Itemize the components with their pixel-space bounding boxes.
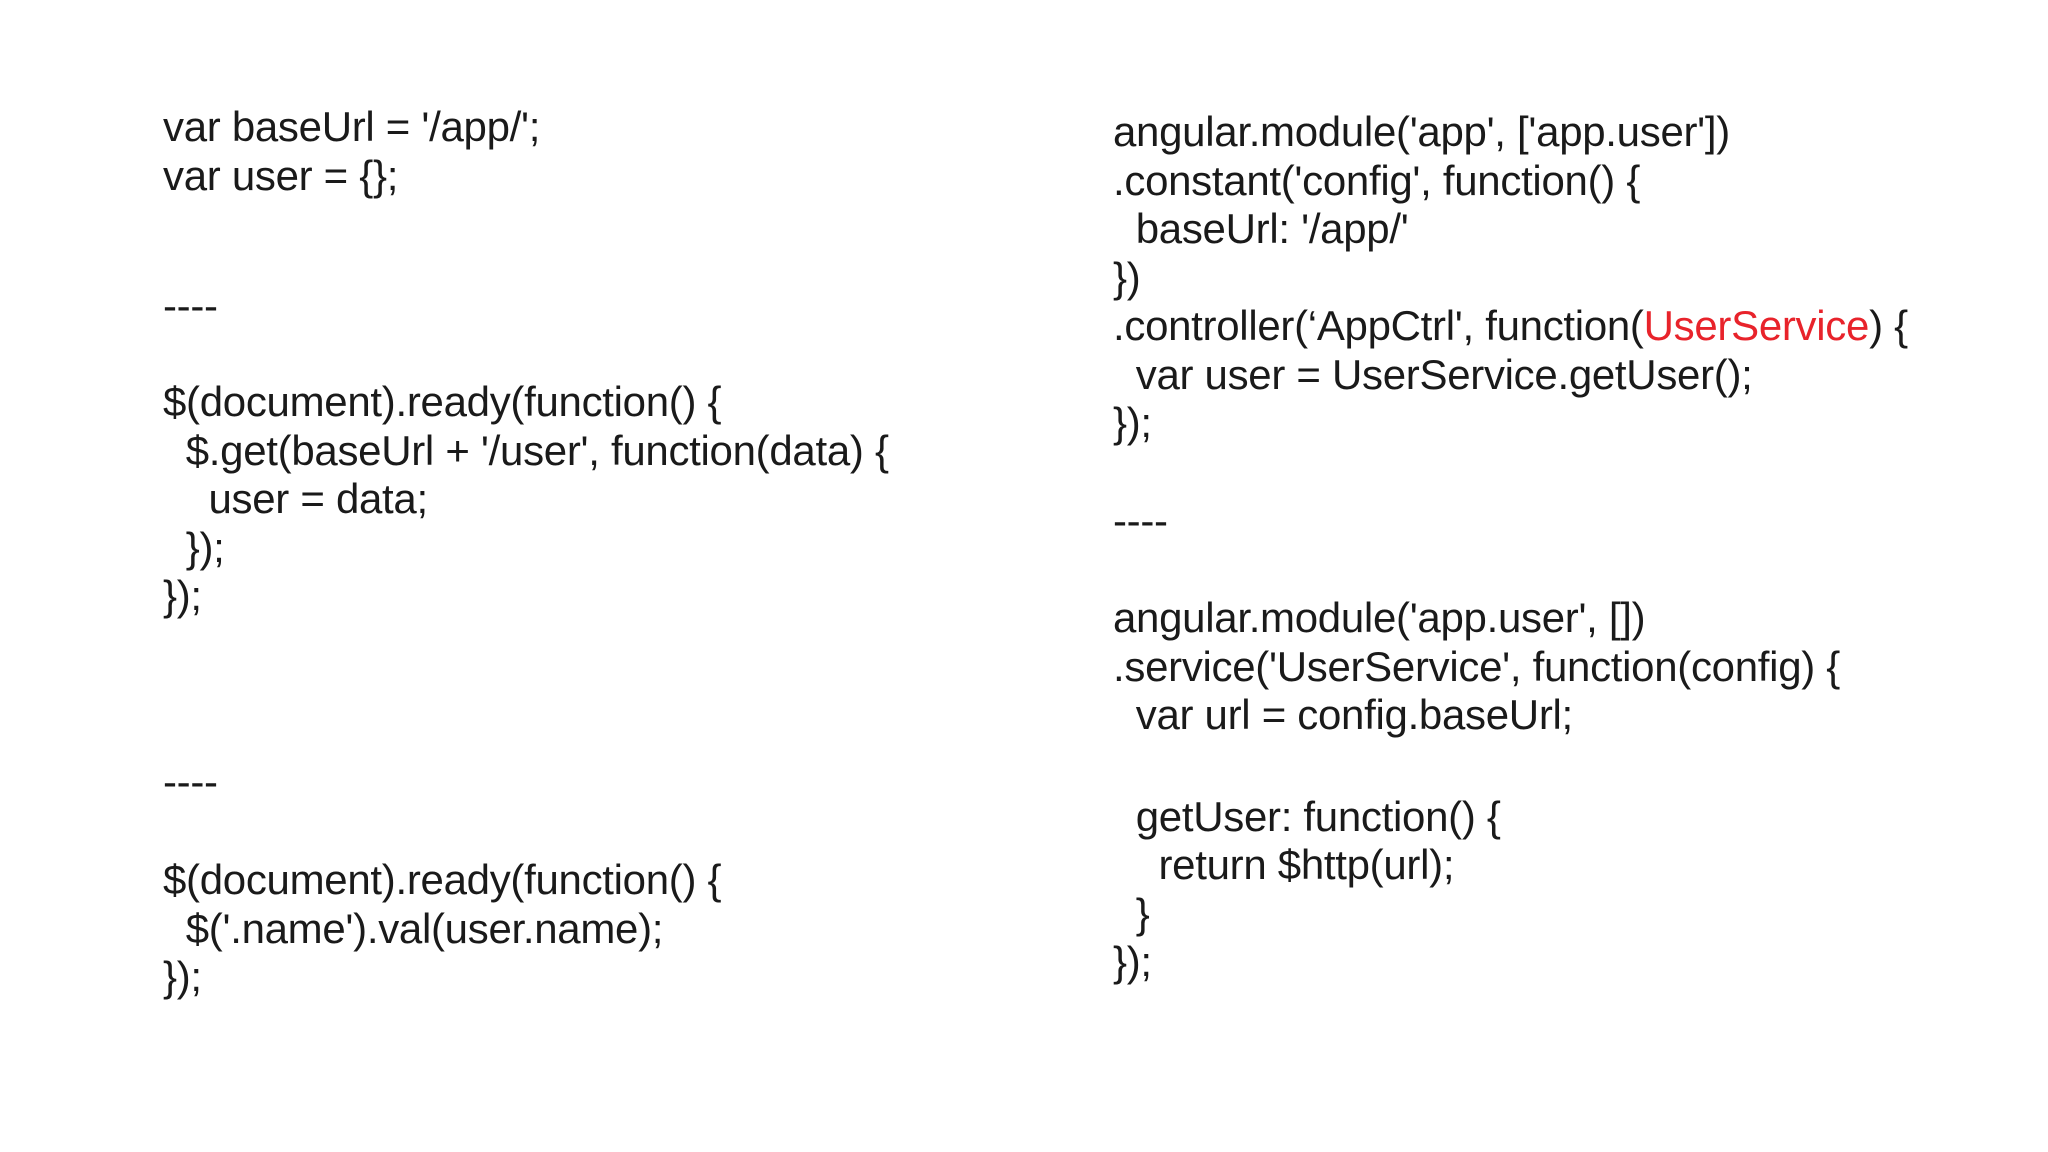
code-line: angular.module('app', ['app.user']) [1113,108,1730,155]
code-line: var url = config.baseUrl; [1113,691,1574,738]
code-line: }) [1113,253,1141,301]
dash-divider: ---- [1113,497,1168,544]
code-line: }); [163,572,202,619]
code-line: var user = UserService.getUser(); [1113,350,1753,398]
code-line: getUser: function() { [1113,792,1501,840]
code-line: $.get(baseUrl + '/user', function(data) … [163,426,889,474]
code-line: } [1113,889,1150,937]
userservice-highlight: UserService [1643,302,1870,349]
code-line: baseUrl: '/app/' [1113,205,1409,252]
code-text: .controller(‘AppCtrl', function( [1113,302,1644,349]
code-line: .constant('config', function() { [1113,156,1641,204]
code-line: $(document).ready(function() { [163,378,722,425]
controller-code-line: .controller(‘AppCtrl', function(UserServ… [1113,302,1908,351]
code-line: }); [1113,399,1152,446]
code-line: angular.module('app.user', []) [1113,594,1646,641]
dash-divider: ---- [163,282,218,329]
code-line: user = data; [163,475,428,522]
separator-dashes: ---- [163,282,218,331]
code-line: }); [1113,938,1152,985]
separator-dashes: ---- [163,758,218,807]
jquery-get-user-block: $(document).ready(function() { $.get(bas… [163,378,889,621]
jquery-vars-block: var baseUrl = '/app/'; var user = {}; [163,103,540,200]
angular-app-module-block: angular.module('app', ['app.user']) .con… [1113,108,1908,448]
code-line: var user = {}; [163,151,399,199]
code-line: .service('UserService', function(config)… [1113,642,1841,690]
dash-divider: ---- [163,758,218,805]
code-line: }); [163,523,225,571]
code-line: $(document).ready(function() { [163,856,722,903]
code-line: $('.name').val(user.name); [163,904,664,952]
empty-code-line [1113,740,1840,793]
code-text: ) { [1869,302,1908,349]
code-line: return $http(url); [1113,841,1455,888]
angular-user-module-block: angular.module('app.user', []) .service(… [1113,594,1840,987]
jquery-set-name-block: $(document).ready(function() { $('.name'… [163,856,722,1002]
separator-dashes: ---- [1113,497,1168,546]
code-line: var baseUrl = '/app/'; [163,103,541,150]
code-line: }); [163,953,202,1000]
